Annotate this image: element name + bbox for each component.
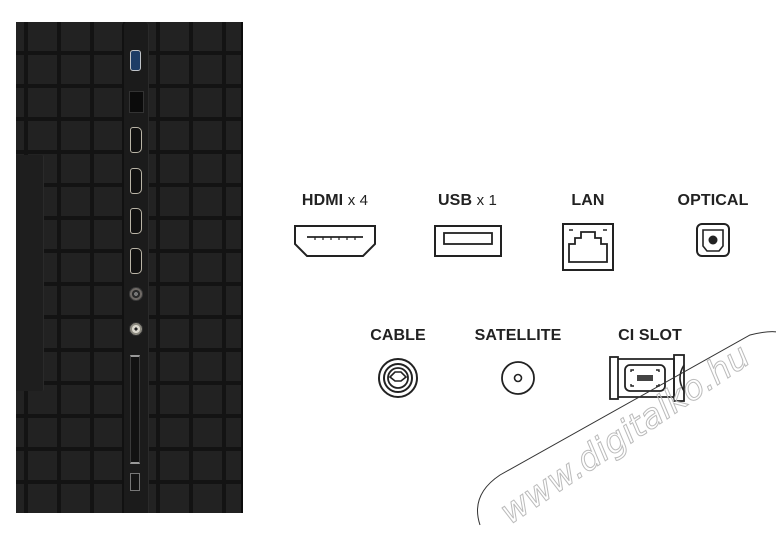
ci-slot-icon	[609, 354, 685, 402]
hdmi-name: HDMI	[301, 192, 344, 209]
optical-icon	[696, 223, 730, 257]
side-recess	[16, 155, 44, 391]
hdmi-icon	[294, 225, 376, 257]
connector-satellite: SATELLITE	[468, 327, 568, 397]
connector-lan: LAN	[548, 192, 628, 272]
ci-slot-port	[130, 355, 140, 464]
usb-icon	[433, 225, 502, 257]
satellite-coax-icon	[501, 361, 535, 395]
hdmi-port-2	[130, 168, 142, 194]
usb-port	[130, 50, 141, 71]
tv-edge	[241, 22, 243, 513]
connector-ci-slot: CI SLOT	[600, 327, 700, 403]
satellite-port	[129, 322, 143, 336]
usb-label: USB x 1	[420, 192, 515, 210]
hdmi-port-3	[130, 208, 142, 234]
optical-port	[130, 473, 140, 491]
ci-slot-label: CI SLOT	[618, 327, 682, 344]
lan-label: LAN	[571, 192, 605, 209]
cable-port	[129, 287, 143, 301]
satellite-label: SATELLITE	[474, 327, 562, 344]
lan-port	[129, 91, 144, 113]
cable-coax-icon	[378, 358, 418, 398]
connector-usb: USB x 1	[420, 192, 515, 258]
hdmi-count: x 4	[347, 192, 369, 209]
usb-name: USB	[438, 192, 473, 209]
connector-hdmi: HDMI x 4	[285, 192, 385, 258]
hdmi-label: HDMI x 4	[285, 192, 385, 210]
port-strip	[122, 22, 149, 513]
optical-label: OPTICAL	[677, 192, 749, 209]
hdmi-port-1	[130, 127, 142, 153]
connector-optical: OPTICAL	[668, 192, 758, 258]
hdmi-port-4	[130, 248, 142, 274]
cable-label: CABLE	[370, 327, 426, 344]
lan-icon	[562, 223, 614, 271]
connector-cable: CABLE	[358, 327, 438, 399]
tv-back-panel	[16, 22, 243, 513]
usb-count: x 1	[476, 192, 497, 209]
